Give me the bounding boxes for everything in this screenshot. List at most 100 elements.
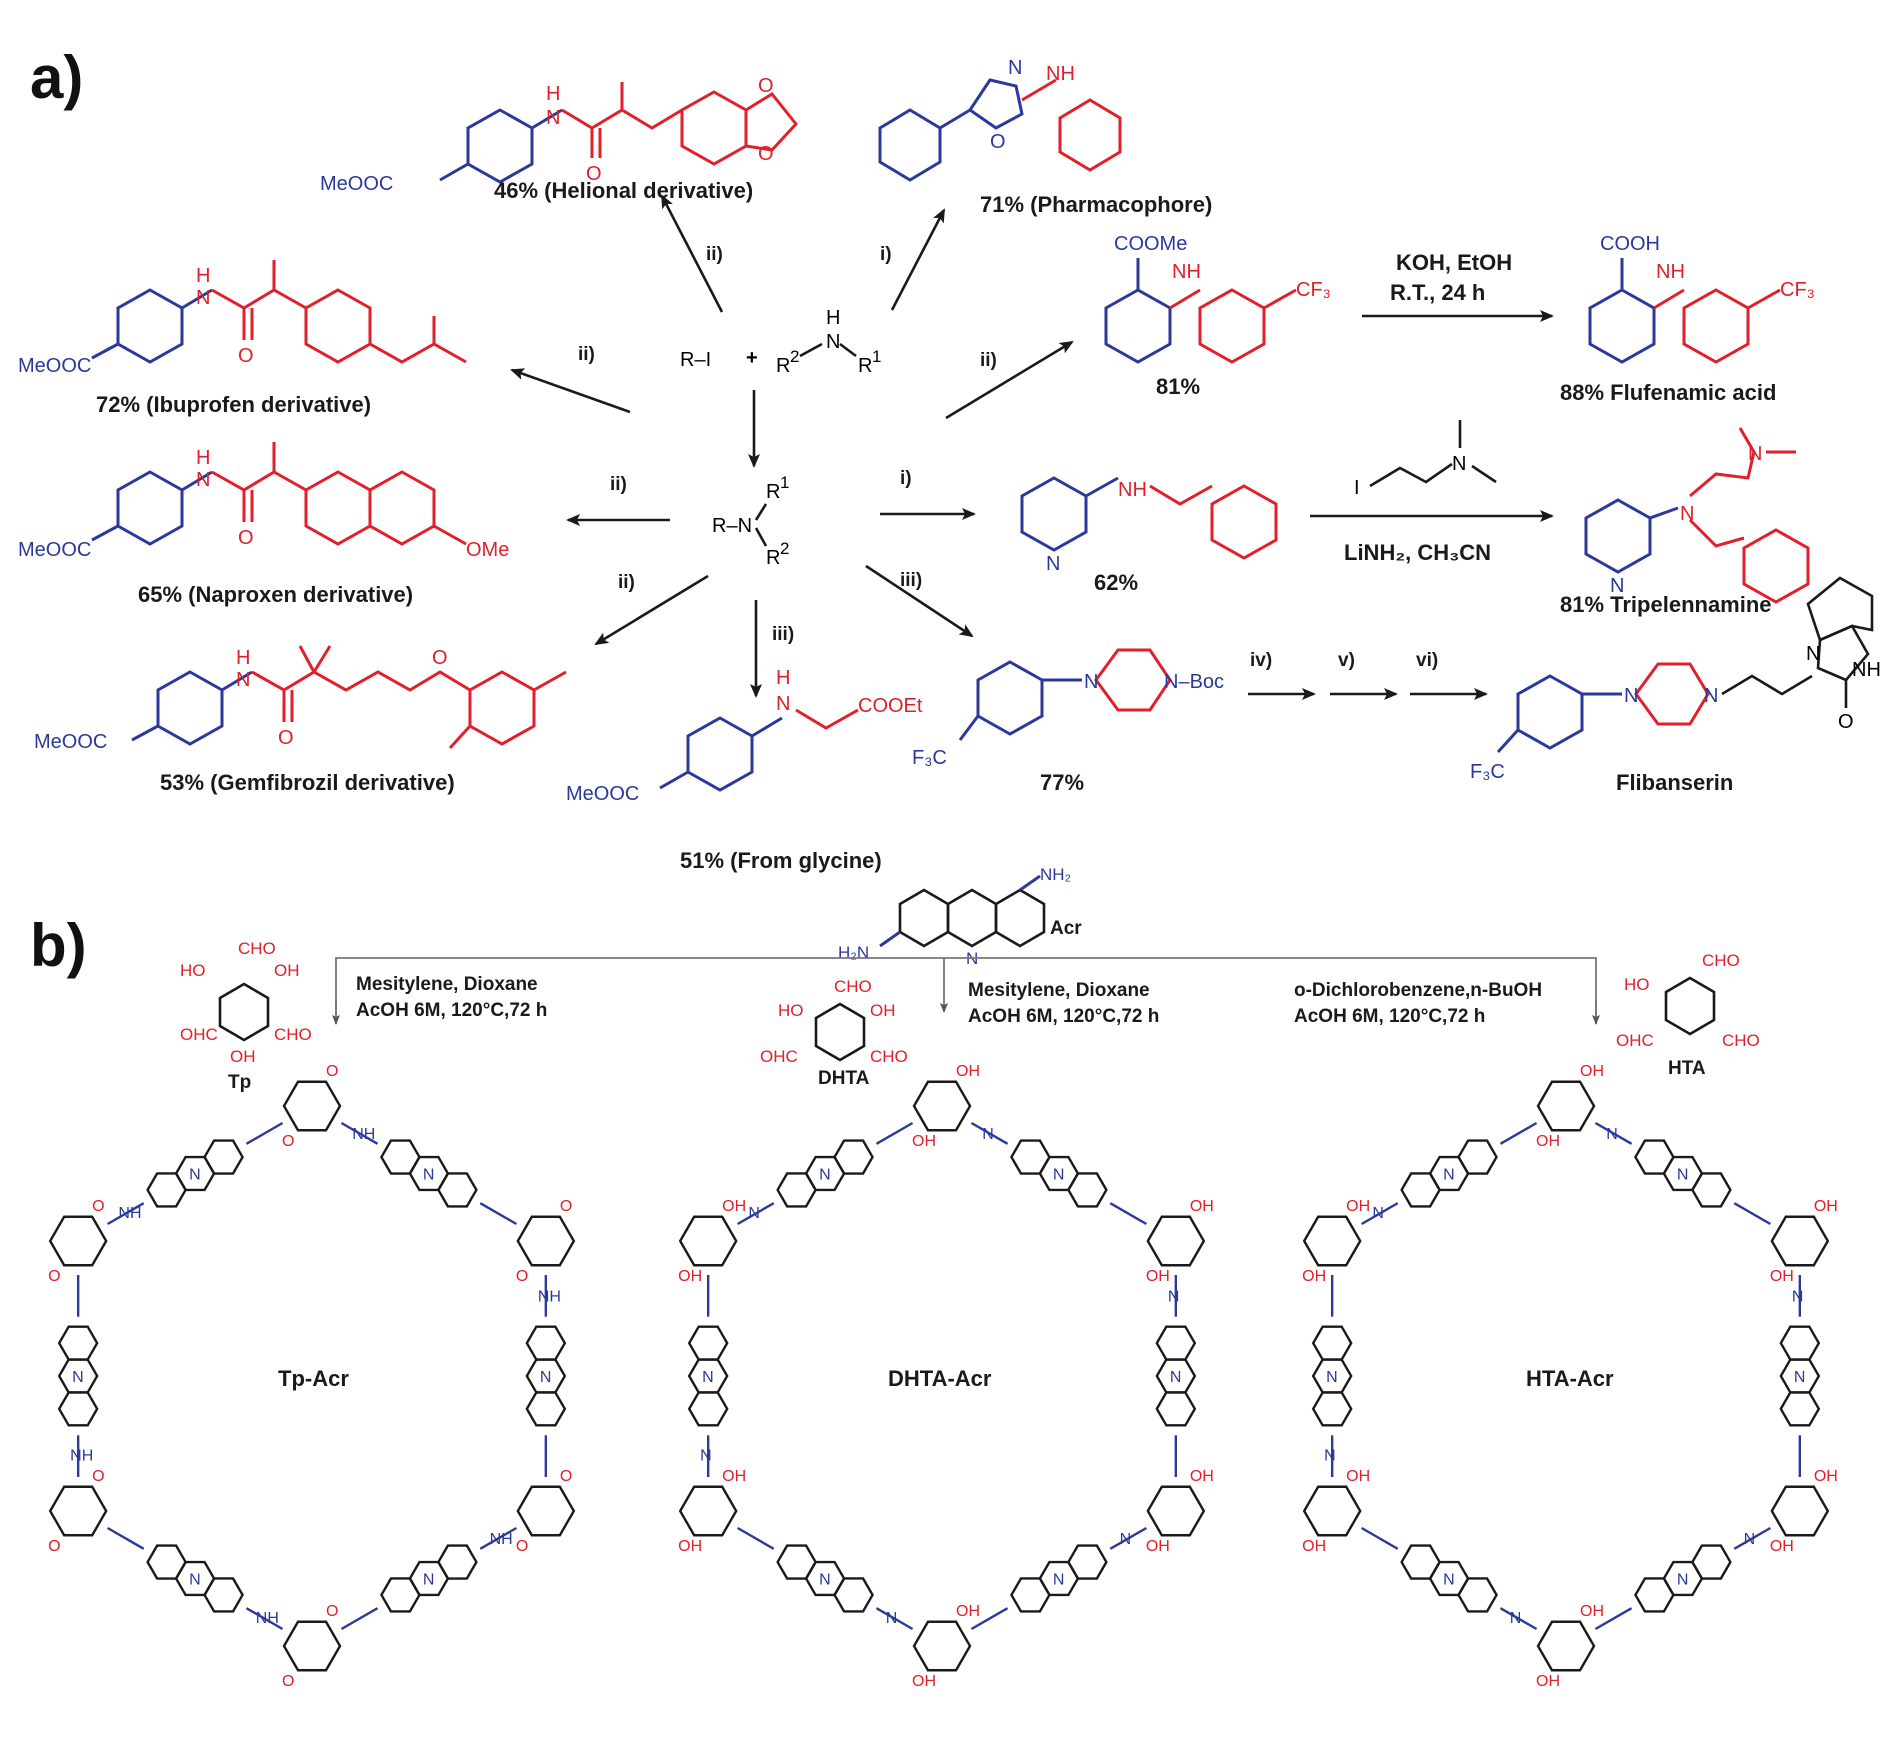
cof-tp-acridine-n: N <box>189 1572 201 1589</box>
cof-tp-imine-bond <box>245 1121 284 1145</box>
cof-dhta-node-ring <box>678 1215 738 1267</box>
tp-label: Tp <box>228 1072 251 1093</box>
helional-benzodioxole-ring <box>680 90 748 166</box>
dhta-cho-1: CHO <box>834 977 872 996</box>
cof-hta-node-substituent: OH <box>1814 1198 1838 1215</box>
product-bonds <box>754 503 768 547</box>
amine-r2: R <box>776 355 790 377</box>
cond-dhta-line-2: AcOH 6M, 120°C,72 h <box>968 1006 1159 1027</box>
arrow-to-piperazine <box>865 564 974 638</box>
cof-dhta-link-label: N <box>1168 1289 1180 1306</box>
arrow-to-gemfibrozil <box>594 574 709 646</box>
cof-tp-acridine-ring <box>57 1391 99 1427</box>
cof-hta-node-substituent: OH <box>1770 1268 1794 1285</box>
cof-tp-acridine-n: N <box>423 1167 435 1184</box>
cond-hta-line-2: AcOH 6M, 120°C,72 h <box>1294 1006 1485 1027</box>
cof-dhta-node-substituent: OH <box>1146 1268 1170 1285</box>
cof-dhta-acridine-ring <box>776 1544 818 1580</box>
acr-label: Acr <box>1050 918 1082 939</box>
cof-tp-node-ring <box>516 1485 576 1537</box>
flufenamic-cf3: CF₃ <box>1780 279 1815 301</box>
cof-tp-imine-bond <box>479 1526 517 1550</box>
cof-hta-acridine-ring <box>1634 1577 1675 1613</box>
cof-dhta-imine-bond <box>737 1202 775 1226</box>
hta-ohc: OHC <box>1616 1031 1654 1050</box>
cof-dhta-node-substituent: OH <box>1146 1538 1170 1555</box>
naproxen-aryl-ring <box>116 470 184 546</box>
piperazine-aryl-ring <box>976 660 1044 736</box>
cof-dhta-node-substituent: OH <box>1190 1468 1214 1485</box>
glycine-cooet: COOEt <box>858 695 923 717</box>
flibanserin-n3: N <box>1806 643 1820 665</box>
central-arrows <box>510 194 1074 698</box>
arrow-to-helional <box>660 194 724 313</box>
cof-tp-imine-bond <box>107 1202 145 1226</box>
cof-hta-node-substituent: OH <box>1346 1198 1370 1215</box>
dhta-ring <box>814 1002 866 1062</box>
helional-label: 46% (Helional derivative) <box>494 178 753 203</box>
cond-tp-line-2: AcOH 6M, 120°C,72 h <box>356 1000 547 1021</box>
cof-hta-acridine-n: N <box>1443 1572 1455 1589</box>
cof-hta-link-label: N <box>1510 1610 1522 1627</box>
cond-hta-line-1: o-Dichlorobenzene,n-BuOH <box>1294 980 1542 1001</box>
cof-hta-imine-bond <box>1361 1202 1399 1226</box>
flibanserin-n2: N <box>1704 685 1718 707</box>
cof-dhta-acridine-ring <box>1155 1325 1197 1361</box>
ibuprofen-n: N <box>196 287 210 309</box>
piperazine-f3c: F₃C <box>912 747 947 769</box>
cof-tp-imine-bond <box>245 1607 284 1631</box>
pharmacophore-nh: NH <box>1046 63 1075 85</box>
flufenamic-ring-1 <box>1588 288 1656 364</box>
cof-tp-node-substituent: O <box>92 1468 104 1485</box>
plus-sign: + <box>746 347 758 369</box>
product-r1-sup: 1 <box>780 473 789 492</box>
cof-dhta-node-substituent: OH <box>722 1468 746 1485</box>
fluf-ester-label: 81% <box>1156 374 1200 399</box>
product-r1: R <box>766 481 780 503</box>
cof-dhta-acridine-n: N <box>819 1167 831 1184</box>
cof-dhta-imine-bond <box>875 1121 914 1145</box>
helional-aryl-ring <box>466 108 534 184</box>
cof-dhta-imine-bond <box>875 1607 914 1631</box>
cof-hta-node-substituent: OH <box>1580 1603 1604 1620</box>
cond-step-vi: vi) <box>1416 650 1438 671</box>
tripelennamine-nme2: N <box>1748 443 1762 465</box>
cof-dhta-acridine-ring <box>687 1325 729 1361</box>
cof-dhta-acridine-n: N <box>702 1369 714 1386</box>
amine-r1: R <box>858 355 872 377</box>
framework-tp-label: Tp-Acr <box>278 1366 349 1391</box>
cof-dhta-node-ring <box>912 1080 972 1132</box>
dhta-cho-2: CHO <box>870 1047 908 1066</box>
lialkyl-reagent-line: LiNH₂, CH₃CN <box>1344 540 1491 565</box>
piperazine-n1: N <box>1084 671 1098 693</box>
cof-hta-link-label: N <box>1606 1126 1618 1143</box>
cof-hta-acridine-n: N <box>1677 1572 1689 1589</box>
gemfibrozil-o: O <box>278 727 294 749</box>
arrow-to-ibuprofen <box>510 368 631 414</box>
gemfibrozil-label: 53% (Gemfibrozil derivative) <box>160 770 455 795</box>
hta-cho-1: CHO <box>1702 951 1740 970</box>
framework-hta-label: HTA-Acr <box>1526 1366 1614 1391</box>
cof-tp-node-substituent: O <box>282 1133 294 1150</box>
amine-bonds <box>799 342 857 358</box>
dhta-ohc: OHC <box>760 1047 798 1066</box>
cof-hta-node-ring <box>1770 1215 1830 1267</box>
cof-dhta-node-ring <box>678 1485 738 1537</box>
acr-ring-2 <box>946 888 998 948</box>
cond-aminopyridine: i) <box>900 468 912 489</box>
tripelennamine-label: 81% Tripelennamine <box>1560 592 1772 617</box>
cond-ibuprofen: ii) <box>578 344 595 365</box>
tripelennamine-n: N <box>1680 503 1694 525</box>
piperazine-structure: N N–Boc F₃C 77% <box>912 648 1224 795</box>
cof-hta-imine-bond <box>1594 1607 1633 1631</box>
hta-monomer: CHO HO OHC CHO HTA <box>1616 951 1760 1079</box>
helional-chain <box>561 108 683 130</box>
gemfibrozil-meooc: MeOOC <box>34 731 107 753</box>
helional-o: O <box>586 163 602 185</box>
flufenamic-label: 88% Flufenamic acid <box>1560 380 1776 405</box>
cof-tp-node-substituent: O <box>326 1603 338 1620</box>
cof-dhta-link-label: N <box>886 1610 898 1627</box>
product-rn: R–N <box>712 515 752 537</box>
amine-hydrogen: H <box>826 307 840 329</box>
